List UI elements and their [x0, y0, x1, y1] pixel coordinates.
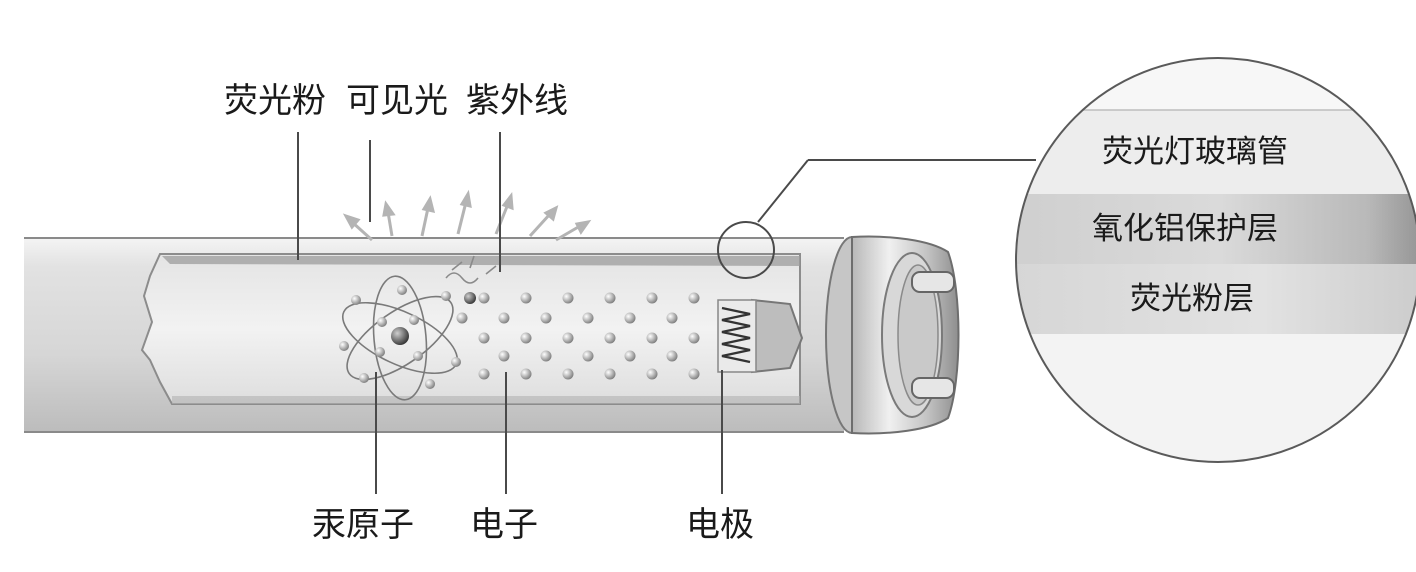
zoom-source-circle [717, 221, 775, 279]
electron-dot [688, 368, 700, 380]
zoom-label-phosphor: 荧光粉层 [1130, 281, 1254, 317]
electron-dot [478, 332, 490, 344]
zoom-label-alumina: 氧化铝保护层 [1092, 211, 1278, 247]
electrode-pin-bottom [911, 377, 955, 399]
leader-lines [297, 132, 1036, 494]
electron-dot [498, 350, 510, 362]
electron-dot [562, 368, 574, 380]
label-phosphor: 荧光粉 [224, 81, 326, 121]
electron-dot [582, 312, 594, 324]
label-mercury-atom: 汞原子 [312, 505, 414, 545]
electrode-filament [721, 306, 751, 364]
electron-dot [520, 292, 532, 304]
electron-dot [562, 332, 574, 344]
electron-dot [666, 350, 678, 362]
electron-dot [688, 292, 700, 304]
tube-cutaway [140, 253, 801, 405]
electron-cloud [456, 292, 700, 380]
electron-dot [604, 332, 616, 344]
electron-dot [520, 332, 532, 344]
electrode-pin-top [911, 271, 955, 293]
label-ultraviolet: 紫外线 [466, 81, 568, 121]
electron-dot [540, 312, 552, 324]
electron-dot [520, 368, 532, 380]
electron-dot [646, 292, 658, 304]
label-electrode: 电极 [686, 505, 754, 545]
label-visible-light: 可见光 [346, 81, 448, 121]
visible-light-arrows [342, 189, 592, 242]
mercury-atom [339, 275, 467, 401]
electron-dot [582, 350, 594, 362]
phosphor-coating [162, 256, 800, 266]
electron-dot [604, 368, 616, 380]
electron-dot [646, 368, 658, 380]
zoom-label-glass-tube: 荧光灯玻璃管 [1102, 134, 1288, 170]
electron-dot [624, 312, 636, 324]
electron-dot [646, 332, 658, 344]
electron-dot [666, 312, 678, 324]
zoom-magnifier [1015, 57, 1416, 463]
electron-dot [688, 332, 700, 344]
electron-dot [604, 292, 616, 304]
electron-dot [540, 350, 552, 362]
electron-dot [624, 350, 636, 362]
leader-zoom [757, 159, 809, 223]
electron-dot [498, 312, 510, 324]
layer-phosphor [1016, 264, 1416, 334]
electron-dot [478, 368, 490, 380]
electron-dot [456, 312, 468, 324]
layer-alumina [1016, 194, 1416, 264]
electron-dot [478, 292, 490, 304]
electron-dot [562, 292, 574, 304]
label-electron: 电子 [470, 505, 538, 545]
layer-glass-tube [1016, 110, 1416, 194]
uv-burst [445, 255, 497, 304]
